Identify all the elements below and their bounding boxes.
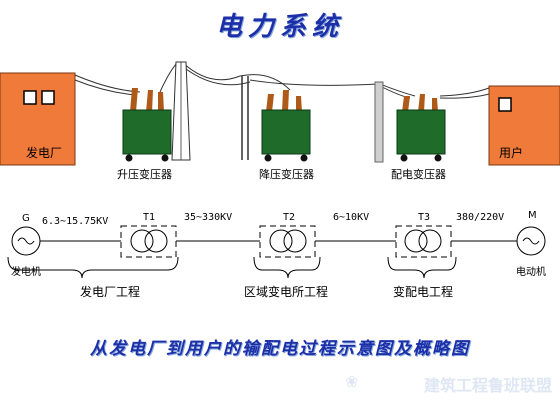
motor-label: 电动机 (516, 267, 546, 278)
page-title: 电力系统 (215, 12, 344, 42)
power-plant-label: 发电厂 (26, 146, 63, 160)
section-bracket-regional-substation (253, 256, 321, 279)
section-bracket-power-plant (7, 256, 179, 279)
step-up-transformer-unit (122, 88, 172, 162)
t1-label: T1 (143, 212, 156, 223)
watermark-text: 建筑工程鲁班联盟 (423, 376, 552, 395)
step-up-transformer-label: 升压变压器 (117, 168, 172, 181)
generator-symbol (11, 226, 41, 256)
distribution-transformer-label: 配电变压器 (391, 168, 446, 181)
motor-symbol-label: M (528, 210, 537, 221)
user-building (488, 85, 560, 166)
diagram-caption: 从发电厂到用户的输配电过程示意图及概略图 (90, 339, 470, 359)
t3-transformer-symbol (395, 225, 452, 258)
power-plant-building (0, 72, 76, 166)
pole (374, 81, 384, 163)
watermark-logo-icon: ❀ (345, 372, 359, 391)
t1-transformer-symbol (120, 225, 177, 258)
voltage-generator: 6.3~15.75KV (42, 216, 109, 227)
voltage-distribution: 6~10KV (333, 212, 370, 223)
voltage-user: 380/220V (456, 212, 505, 223)
section-power-plant-engineering: 发电厂工程 (80, 285, 141, 299)
section-distribution-engineering: 变配电工程 (393, 285, 454, 299)
section-regional-substation-engineering: 区域变电所工程 (244, 285, 329, 299)
voltage-transmission: 35~330KV (184, 212, 233, 223)
motor-symbol (516, 226, 546, 256)
t2-transformer-symbol (259, 225, 316, 258)
step-down-transformer-unit (261, 90, 311, 162)
t2-label: T2 (283, 212, 296, 223)
t3-label: T3 (418, 212, 431, 223)
distribution-transformer-unit (396, 94, 446, 162)
generator-symbol-label: G (22, 213, 30, 224)
step-down-transformer-label: 降压变压器 (259, 168, 314, 181)
user-label: 用户 (499, 146, 524, 160)
section-bracket-distribution (387, 256, 457, 279)
pole (171, 61, 191, 161)
generator-label: 发电机 (11, 267, 41, 278)
pole (241, 76, 249, 160)
